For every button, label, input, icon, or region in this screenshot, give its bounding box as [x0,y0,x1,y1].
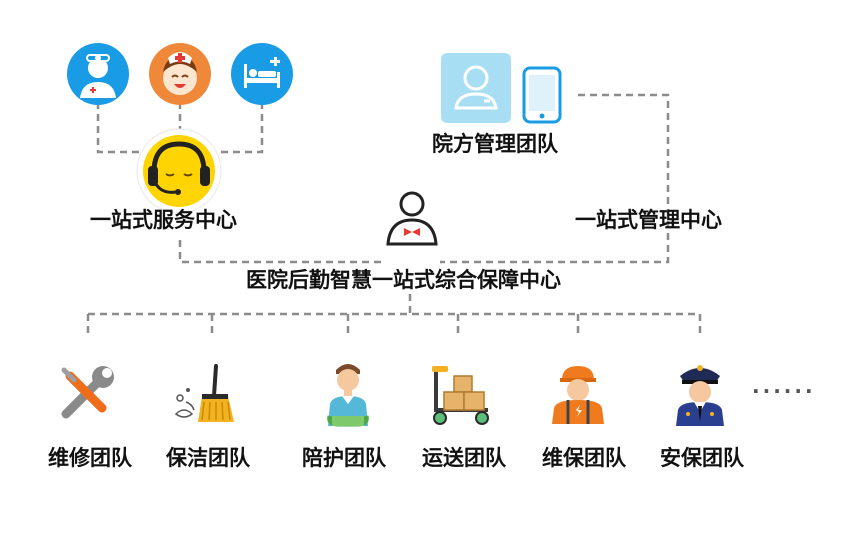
team-label-2: 保洁团队 [166,446,250,470]
team-label-6: 安保团队 [660,446,744,470]
manager-avatar-icon [441,53,511,123]
connector-management-hub [440,93,670,264]
connector-doctor [96,102,150,154]
hub-label: 医院后勤智慧一站式综合保障中心 [246,268,561,292]
doctor-icon [67,43,129,105]
headset-operator-icon [136,128,222,214]
caregiver-icon [327,364,369,427]
broom-icon [174,364,234,422]
management-center-label: 一站式管理中心 [575,208,722,232]
connector-bed [212,102,264,154]
wrench-screwdriver-icon [61,366,114,419]
team-label-3: 陪护团队 [302,446,386,470]
hand-truck-icon [432,366,489,425]
team-label-1: 维修团队 [48,446,132,470]
team-label-5: 维保团队 [542,446,626,470]
team-label-4: 运送团队 [422,446,506,470]
more-indicator: ...... [752,374,816,398]
mobile-phone-icon [522,66,562,124]
hospital-management-label: 院方管理团队 [432,132,558,156]
security-guard-icon [676,365,724,426]
service-center-label: 一站式服务中心 [90,208,237,232]
connector-service-hub [178,240,385,264]
patient-bed-icon [231,43,293,105]
person-bowtie-icon [386,191,438,246]
nurse-icon [149,43,211,105]
maintenance-worker-icon [552,366,604,424]
